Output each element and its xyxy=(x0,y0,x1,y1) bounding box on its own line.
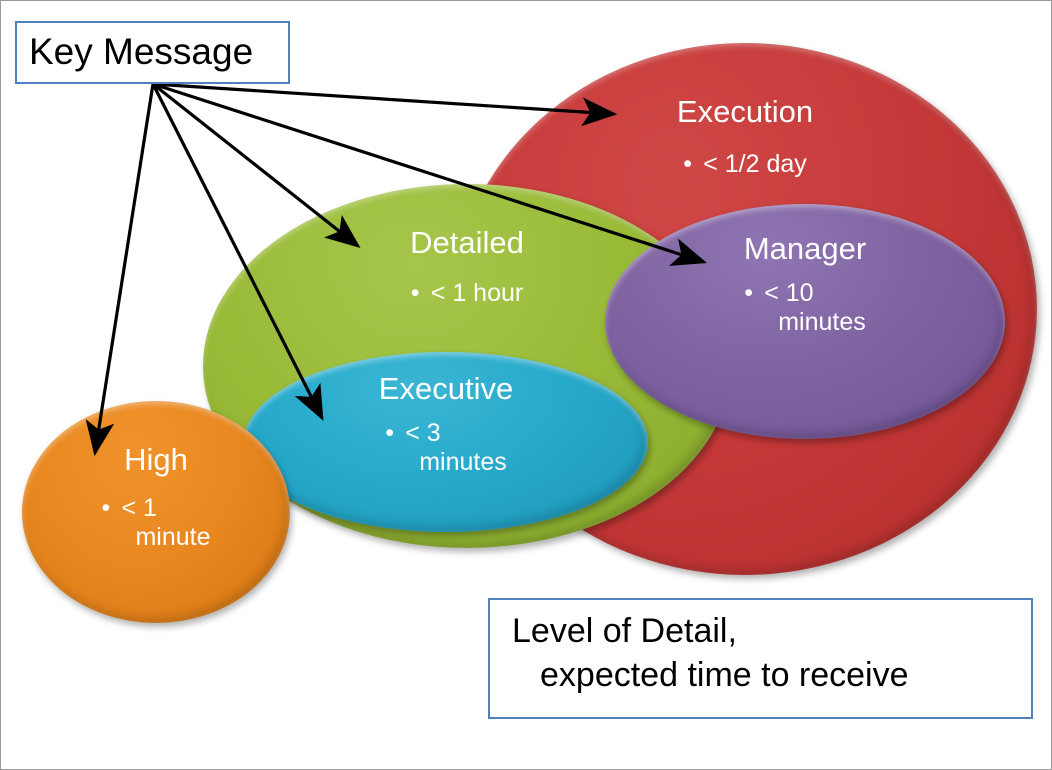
level-of-detail-line2: expected time to receive xyxy=(540,655,909,694)
shape-executive[interactable]: Executive < 3 minutes xyxy=(244,352,648,532)
arrow-to-execution xyxy=(152,82,618,127)
shape-execution-title: Execution xyxy=(676,94,814,129)
level-of-detail-box[interactable]: Level of Detail, expected time to receiv… xyxy=(488,598,1033,719)
shape-manager[interactable]: Manager < 10 minutes xyxy=(605,204,1005,439)
key-message-box[interactable]: Key Message xyxy=(15,21,290,84)
shape-manager-bullet-line1: < 10 xyxy=(764,278,814,307)
shape-high-bullet-line2: minute xyxy=(135,522,211,551)
shape-manager-bullet-line2: minutes xyxy=(778,307,866,336)
shape-manager-title: Manager xyxy=(743,231,867,266)
shape-execution-bullet: < 1/2 day xyxy=(683,150,807,179)
shape-executive-bullet-line1: < 3 xyxy=(405,418,441,447)
shape-detailed-title: Detailed xyxy=(410,225,524,260)
shape-high-bullet-line1: < 1 xyxy=(121,493,157,522)
shape-detailed-bullet: < 1 hour xyxy=(411,279,523,308)
key-message-label: Key Message xyxy=(29,31,254,73)
shape-high[interactable]: High < 1 minute xyxy=(22,401,290,623)
arrow-to-high xyxy=(85,83,155,457)
shape-manager-bullet: < 10 minutes xyxy=(744,279,866,337)
shape-executive-bullet-line2: minutes xyxy=(419,447,507,476)
shape-executive-title: Executive xyxy=(378,371,514,406)
level-of-detail-line1: Level of Detail, xyxy=(512,612,737,650)
shape-executive-bullet: < 3 minutes xyxy=(385,419,507,477)
shape-high-title: High xyxy=(124,442,188,477)
shape-high-bullet: < 1 minute xyxy=(101,494,210,552)
